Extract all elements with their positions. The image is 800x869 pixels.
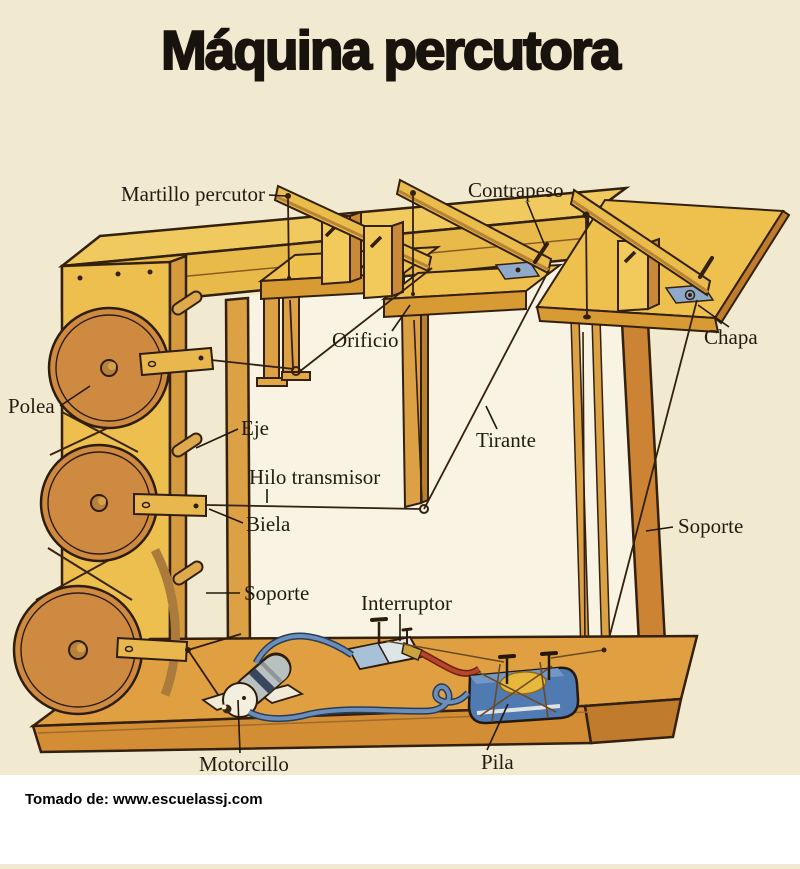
connecting-rods bbox=[115, 346, 242, 709]
circuit-threads bbox=[385, 640, 607, 663]
hilo-thread-1 bbox=[210, 359, 295, 370]
axle-dowels bbox=[171, 290, 204, 586]
label-soporte-derecho: Soporte bbox=[678, 514, 743, 538]
counterweight-nail-3 bbox=[698, 256, 714, 279]
label-tirante: Tirante bbox=[476, 428, 536, 452]
page-title: Máquina percutora bbox=[160, 18, 622, 82]
hammer-station-3 bbox=[535, 188, 791, 702]
label-polea: Polea bbox=[8, 394, 55, 418]
label-orificio: Orificio bbox=[332, 328, 398, 352]
label-hilo-transmisor: Hilo transmisor bbox=[249, 465, 380, 489]
tirante-thread-1 bbox=[298, 267, 433, 373]
biela-1 bbox=[138, 346, 215, 377]
label-martillo-percutor: Martillo percutor bbox=[121, 182, 265, 206]
hilo-thread-2 bbox=[206, 504, 422, 510]
motor bbox=[201, 652, 305, 718]
label-pila: Pila bbox=[481, 750, 514, 774]
label-chapa: Chapa bbox=[704, 325, 758, 349]
footer-band: Tomado de: www.escuelassj.com bbox=[0, 775, 800, 864]
inner-backdrop bbox=[246, 262, 640, 640]
blue-wires bbox=[247, 632, 471, 723]
biela-2 bbox=[133, 492, 207, 518]
eje-dowel-3 bbox=[174, 562, 202, 584]
tirante-thread-3 bbox=[605, 299, 698, 651]
label-biela: Biela bbox=[246, 512, 291, 536]
pulley-3 bbox=[12, 584, 144, 716]
leader-lines bbox=[59, 194, 730, 754]
eje-dowel-2 bbox=[173, 434, 201, 456]
hammer-station-2 bbox=[363, 178, 564, 509]
transmission-threads bbox=[206, 267, 550, 514]
drive-belt-band bbox=[150, 547, 180, 697]
label-interruptor: Interruptor bbox=[361, 591, 452, 615]
label-motorcillo: Motorcillo bbox=[199, 752, 289, 776]
counterweight-nail-2 bbox=[533, 242, 549, 264]
label-eje: Eje bbox=[241, 416, 269, 440]
tirante-thread-2 bbox=[423, 269, 550, 510]
eje-dowel-1 bbox=[173, 292, 201, 314]
label-contrapeso: Contrapeso bbox=[468, 178, 564, 202]
pulleys bbox=[12, 306, 171, 716]
diagram-labels: Martillo percutor Contrapeso Orificio Ch… bbox=[8, 178, 758, 776]
label-soporte-izquierdo: Soporte bbox=[244, 581, 309, 605]
battery bbox=[467, 651, 580, 725]
source-credit: Tomado de: www.escuelassj.com bbox=[25, 791, 263, 808]
